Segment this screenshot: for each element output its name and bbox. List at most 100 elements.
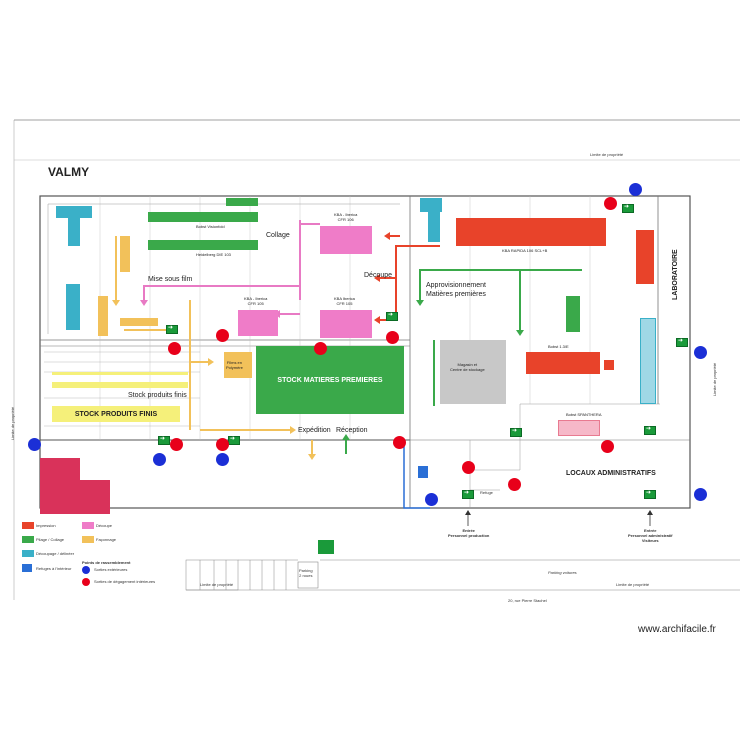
legend-deliner: Découpage / délinéer — [36, 551, 75, 556]
assembly-dot-red-7 — [216, 438, 229, 451]
property-limit-left: Limite de propriété — [200, 582, 234, 587]
zone-films-polymeres — [224, 352, 252, 378]
parking-label: Parking voitures — [548, 570, 577, 575]
legend-faconnage: Façonnage — [96, 537, 117, 542]
assembly-dot-blue-4 — [425, 493, 438, 506]
legend-swatch-pliage — [22, 536, 34, 543]
entrance-admin: Entrée Personnel administratif Visiteurs — [628, 528, 673, 543]
exit-sign-1 — [166, 324, 178, 334]
label-approvisionnement: Approvisionnement — [426, 282, 486, 289]
assembly-dot-red-11 — [601, 440, 614, 453]
machine-red-small — [604, 360, 614, 370]
exit-sign-4 — [228, 435, 240, 445]
zone-stock-produits-label: STOCK PRODUITS FINIS — [74, 410, 158, 418]
zone-stock-strip-1 — [52, 382, 188, 388]
legend-refuge-icon — [22, 564, 32, 572]
assembly-dot-red-1 — [168, 342, 181, 355]
machine-faconnage-2 — [120, 318, 158, 326]
zone-pink-building — [40, 458, 80, 514]
property-limit-right: Limite de propriété — [616, 582, 650, 587]
legend-refuges: Refuges à l'intérieur — [36, 566, 72, 571]
machine-green-top — [226, 198, 258, 206]
legend-pliage: Pliage / Collage — [36, 537, 65, 542]
legend-assembly-icon — [318, 540, 334, 554]
exit-sign-7 — [644, 489, 656, 499]
zone-magasin-label: Magasin et Centre de stockage — [450, 362, 485, 372]
entrance-production: Entrée Personnel production — [448, 528, 490, 538]
watermark: www.archifacile.fr — [638, 624, 716, 635]
machine-kba-104 — [320, 226, 372, 254]
assembly-dot-red-4 — [386, 331, 399, 344]
refuge-sign — [418, 466, 428, 478]
label-reception: Réception — [336, 427, 368, 434]
machine-kba-105b — [320, 310, 372, 338]
locaux-admin-label: LOCAUX ADMINISTRATIFS — [566, 470, 656, 477]
machine-bobst-line — [526, 352, 600, 374]
exit-sign-5 — [676, 337, 688, 347]
exit-sign-8 — [510, 427, 522, 437]
label-mise-sous-film: Mise sous film — [148, 276, 193, 283]
assembly-dot-red-5 — [604, 197, 617, 210]
zone-magasin — [440, 340, 506, 404]
assembly-dot-red-6 — [170, 438, 183, 451]
label-matieres-premieres: Matières premières — [426, 291, 486, 298]
side-limit-left: Limite de propriété — [10, 406, 15, 440]
exit-sign-6 — [462, 489, 474, 499]
machine-bobst-visionfold — [148, 212, 258, 222]
assembly-dot-blue-7 — [694, 488, 707, 501]
legend-swatch-faconnage — [82, 536, 94, 543]
zone-stock-produits: STOCK PRODUITS FINIS — [52, 406, 180, 422]
machine-heidelberg — [148, 240, 258, 250]
machine-bobst-visionfold-label: Bobst Visionfold — [196, 224, 225, 229]
zone-stock-matieres: STOCK MATIERES PREMIERES — [256, 346, 404, 414]
zone-films-polymeres-label: Films en Polymère — [226, 360, 243, 370]
machine-deliner-1 — [56, 206, 92, 218]
label-expedition: Expédition — [298, 427, 331, 434]
exit-sign-2 — [386, 311, 398, 321]
zone-stock-strip-2 — [52, 372, 188, 375]
site-title: VALMY — [48, 165, 90, 179]
property-limit-top: Limite de propriété — [590, 152, 624, 157]
machine-deliner-3 — [66, 284, 80, 330]
zone-pink-building-2 — [80, 480, 110, 514]
machine-faconnage-3 — [120, 236, 130, 272]
legend-blue-dot — [82, 566, 90, 574]
label-collage: Collage — [266, 232, 290, 239]
street-label: 20, rue Pierre Stachel — [508, 598, 547, 603]
side-limit-right: Limite de propriété — [712, 362, 717, 396]
assembly-dot-red-3 — [314, 342, 327, 355]
machine-bobst-spanthera — [558, 420, 600, 436]
assembly-dot-red-10 — [508, 478, 521, 491]
zone-stock-matieres-label: STOCK MATIERES PREMIERES — [277, 376, 383, 384]
legend-swatch-impression — [22, 522, 34, 529]
assembly-dot-blue-2 — [153, 453, 166, 466]
refuge-label: Refuge — [480, 490, 493, 495]
assembly-dot-blue-6 — [694, 346, 707, 359]
legend-impression: Impression — [36, 523, 56, 528]
machine-deliner-2 — [68, 218, 80, 246]
legend-swatch-decoupe — [82, 522, 94, 529]
machine-faconnage-1 — [98, 296, 108, 336]
machine-green-right — [566, 296, 580, 332]
exit-sign-9 — [644, 425, 656, 435]
machine-kba-105a-label: KBA - Iberica CFR 105 — [244, 296, 268, 306]
legend-points-title: Points de rassemblement — [82, 560, 131, 565]
machine-deliner-4 — [420, 198, 442, 212]
machine-kba-rapida — [456, 218, 606, 246]
laboratoire-label: LABORATOIRE — [672, 249, 679, 300]
assembly-dot-blue-5 — [629, 183, 642, 196]
legend-decoupe: Découpe — [96, 523, 113, 528]
parking-cycles-label: Parking 2 roues — [299, 568, 313, 578]
assembly-dot-red-8 — [393, 436, 406, 449]
legend-sorties-degagement: Sorties de dégagement intérieures — [94, 579, 156, 584]
machine-kba-rapida-label: KBA RAPIDA 106 SCL+B — [502, 248, 548, 253]
machine-kba-105a — [238, 310, 278, 336]
legend-red-dot — [82, 578, 90, 586]
exit-sign-3 — [158, 435, 170, 445]
assembly-dot-red-2 — [216, 329, 229, 342]
label-decoupe: Découpe — [364, 272, 393, 279]
legend-swatch-deliner — [22, 550, 34, 557]
machine-red-right — [636, 230, 654, 284]
machine-heidelberg-label: Heidelberg DIE 103 — [196, 252, 231, 257]
